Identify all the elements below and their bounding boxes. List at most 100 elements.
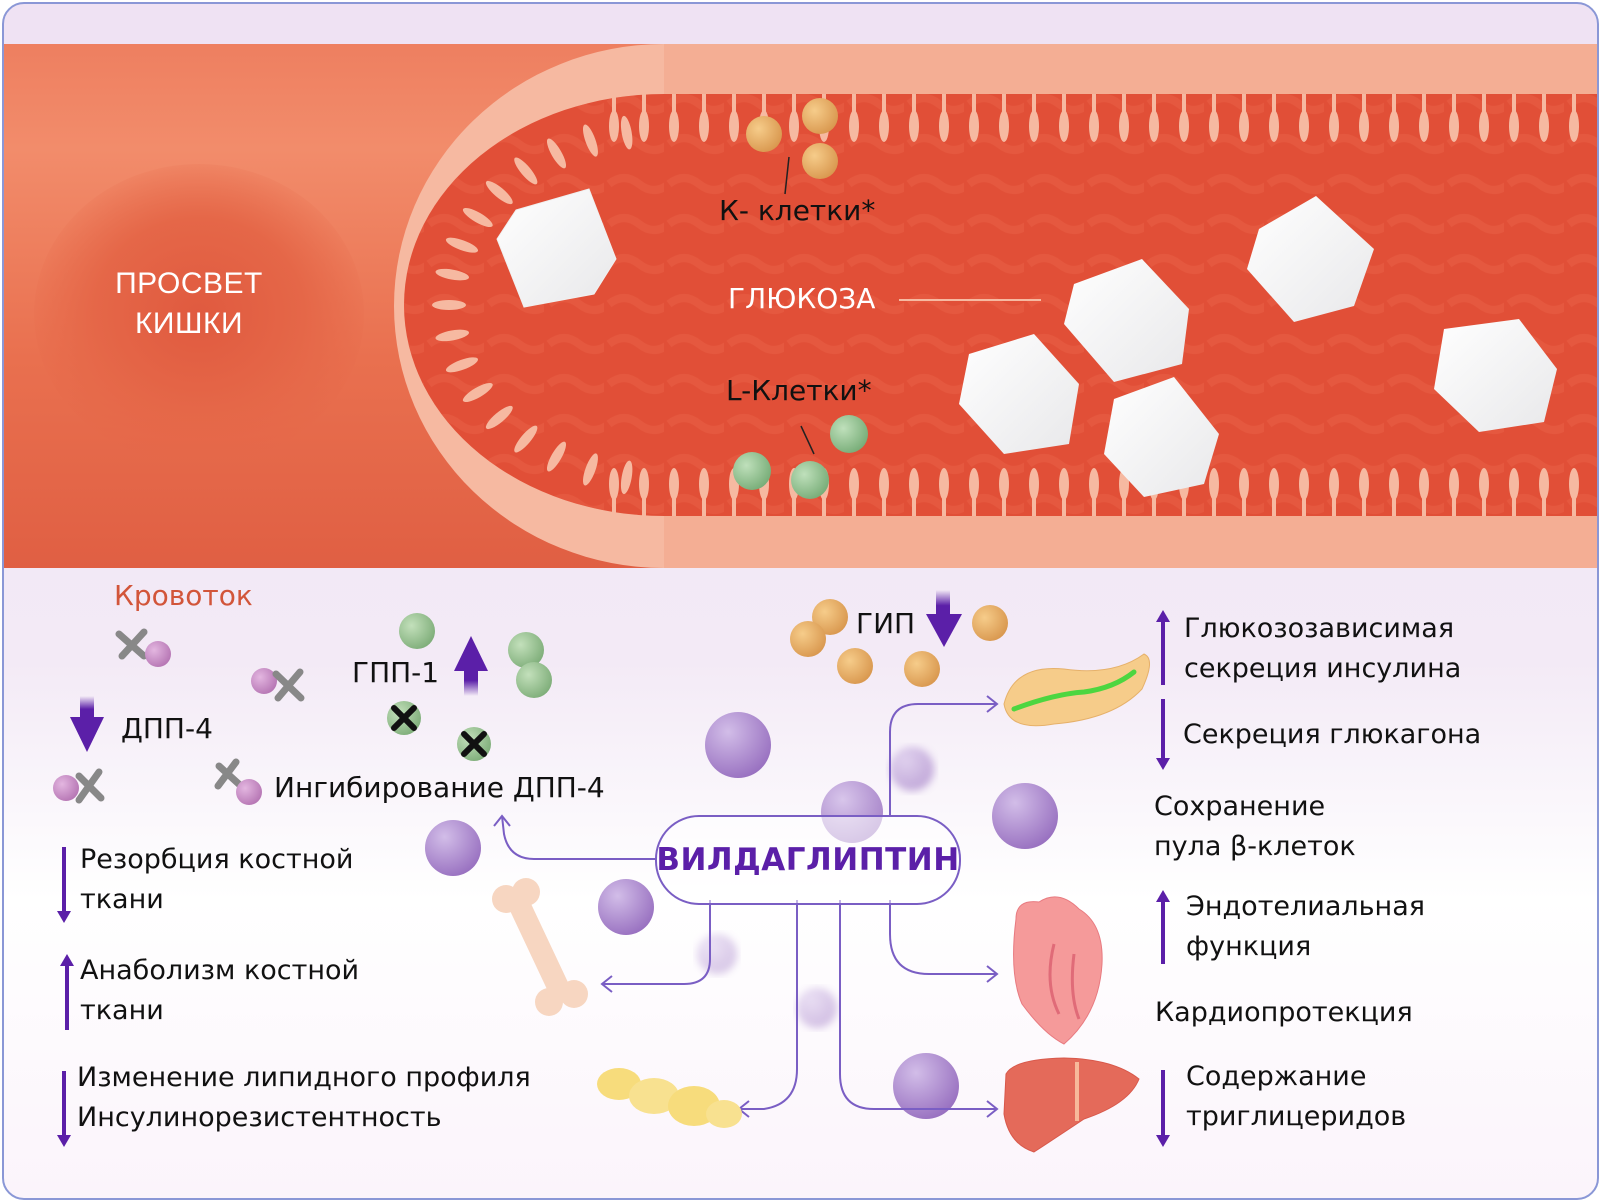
villus-stalk xyxy=(1182,94,1186,114)
villus-stalk xyxy=(1452,496,1456,516)
villus-stalk xyxy=(642,496,646,516)
villus-stalk xyxy=(942,94,946,114)
villus xyxy=(1509,110,1519,142)
intestine-illustration xyxy=(394,44,1597,568)
villus xyxy=(1029,468,1039,500)
up-arrow-icon xyxy=(1156,890,1170,902)
villus xyxy=(1239,110,1249,142)
villus xyxy=(546,441,567,472)
vildagliptin-molecule xyxy=(705,712,771,778)
villus-stalk xyxy=(1032,496,1036,516)
villus-stalk xyxy=(792,496,796,516)
villus xyxy=(582,124,598,157)
villus xyxy=(435,329,470,342)
glucose-cube xyxy=(1247,196,1374,322)
villus xyxy=(909,110,919,142)
villus xyxy=(1029,110,1039,142)
villus-stalk xyxy=(1542,496,1546,516)
villus-stalk xyxy=(1512,94,1516,114)
glp1-molecule xyxy=(508,632,544,668)
gip-molecule xyxy=(812,599,848,635)
l-cell xyxy=(791,461,829,499)
gip-molecule xyxy=(972,605,1008,641)
gip-label: ГИП xyxy=(856,607,916,640)
k-cells-pointer xyxy=(784,156,790,195)
villus xyxy=(1569,110,1579,142)
vildagliptin-molecule xyxy=(893,1053,959,1119)
villus xyxy=(1179,110,1189,142)
villus-stalk xyxy=(732,496,736,516)
connector-to-pancreas xyxy=(889,703,997,816)
villus-stalk xyxy=(672,496,676,516)
villus-stalk xyxy=(822,496,826,516)
dpp4-inhibition-label: Ингибирование ДПП-4 xyxy=(274,771,605,804)
villus xyxy=(669,110,679,142)
villus-stalk xyxy=(1482,94,1486,114)
k-cell xyxy=(746,116,782,152)
villus xyxy=(435,268,470,281)
glp1-molecule xyxy=(399,613,435,649)
villus-stalk xyxy=(1452,94,1456,114)
villus xyxy=(1389,468,1399,500)
villus xyxy=(445,237,479,253)
right-effect-cardioprotection: Кардиопротекция xyxy=(1155,997,1413,1028)
villus xyxy=(1269,468,1279,500)
villus xyxy=(1509,468,1519,500)
l-cell xyxy=(830,415,868,453)
villus xyxy=(1059,468,1069,500)
gip-down-arrow xyxy=(926,590,962,647)
villus-stalk xyxy=(1032,94,1036,114)
glucose-label: ГЛЮКОЗА xyxy=(728,282,876,315)
glp1-molecule xyxy=(516,662,552,698)
dpp4-molecule xyxy=(251,668,305,702)
villus xyxy=(699,468,709,500)
glucose-cube xyxy=(1064,259,1189,382)
bloodstream-title: Кровоток xyxy=(114,579,253,612)
villus xyxy=(1479,110,1489,142)
villus-stalk xyxy=(672,94,676,114)
villus-stalk xyxy=(702,94,706,114)
villus xyxy=(582,453,598,486)
k-cell xyxy=(802,143,838,179)
gip-molecule xyxy=(790,621,826,657)
villus xyxy=(999,110,1009,142)
villus-stalk xyxy=(612,496,616,516)
villus-stalk xyxy=(732,94,736,114)
villus-stalk xyxy=(762,94,766,114)
villus-stalk xyxy=(1182,496,1186,516)
villus-stalk xyxy=(1362,496,1366,516)
villus xyxy=(909,468,919,500)
villus-stalk xyxy=(1002,94,1006,114)
villus xyxy=(485,405,513,430)
villus xyxy=(879,468,889,500)
villus xyxy=(620,460,633,495)
villus xyxy=(432,300,466,310)
vildagliptin-molecule xyxy=(425,820,481,876)
villus-stalk xyxy=(612,94,616,114)
villus xyxy=(849,110,859,142)
villus-stalk xyxy=(972,94,976,114)
villus xyxy=(1419,468,1429,500)
villus-stalk xyxy=(1272,496,1276,516)
villus xyxy=(1449,110,1459,142)
trend-bar xyxy=(1161,699,1165,759)
trend-bar xyxy=(1161,620,1165,685)
villus-stalk xyxy=(1392,496,1396,516)
villus xyxy=(669,468,679,500)
villus xyxy=(1299,468,1309,500)
villus-stalk xyxy=(882,496,886,516)
villus xyxy=(699,110,709,142)
villus-stalk xyxy=(792,94,796,114)
intestine-section: ПРОСВЕТ КИШКИ К- клетки* ГЛЮКОЗА L-Клетк… xyxy=(4,44,1597,568)
villus-stalk xyxy=(1242,496,1246,516)
villus xyxy=(1539,110,1549,142)
villus xyxy=(969,110,979,142)
villus-stalk xyxy=(1332,94,1336,114)
villus-stalk xyxy=(942,496,946,516)
vildagliptin-molecule xyxy=(890,747,934,791)
k-cells-label: К- клетки* xyxy=(719,194,876,227)
